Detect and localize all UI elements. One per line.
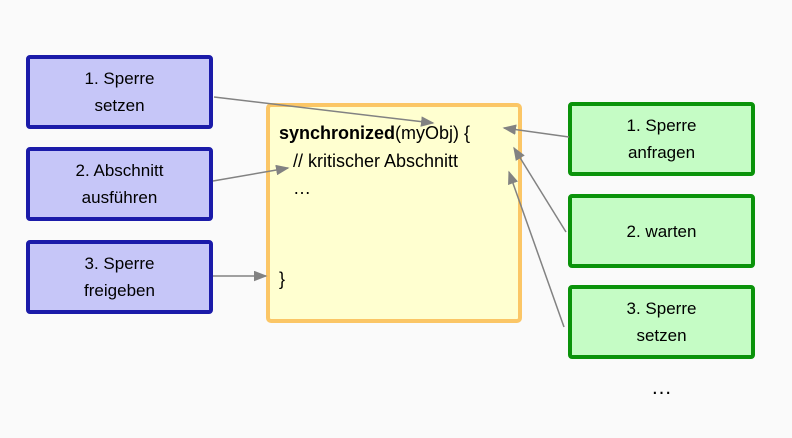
code-line-synchronized-rest: (myObj) { — [395, 123, 471, 143]
right-step-sperre-anfragen-label: 1. Sperre anfragen — [626, 116, 697, 162]
code-line-ellipsis: … — [293, 178, 311, 198]
right-step-warten: 2. warten — [568, 194, 755, 268]
left-step-sperre-freigeben-label: 3. Sperre freigeben — [84, 254, 155, 300]
left-step-abschnitt-ausfuehren-label: 2. Abschnitt ausführen — [75, 161, 164, 207]
right-steps-ellipsis: … — [651, 376, 672, 399]
code-line-closing-brace: } — [279, 268, 286, 289]
synchronized-code-block: synchronized(myObj) { // kritischer Absc… — [266, 103, 522, 323]
code-line-synchronized: synchronized(myObj) { — [279, 120, 518, 148]
right-step-warten-label: 2. warten — [626, 221, 697, 241]
left-step-sperre-setzen: 1. Sperre setzen — [26, 55, 213, 129]
right-step-sperre-setzen-label: 3. Sperre setzen — [626, 299, 697, 345]
left-step-sperre-setzen-label: 1. Sperre setzen — [84, 69, 155, 115]
code-line-comment: // kritischer Abschnitt — [293, 150, 459, 171]
code-keyword-synchronized: synchronized — [279, 123, 396, 143]
left-step-abschnitt-ausfuehren: 2. Abschnitt ausführen — [26, 147, 213, 221]
right-step-sperre-setzen: 3. Sperre setzen — [568, 285, 755, 359]
right-step-sperre-anfragen: 1. Sperre anfragen — [568, 102, 755, 176]
left-step-sperre-freigeben: 3. Sperre freigeben — [26, 240, 213, 314]
